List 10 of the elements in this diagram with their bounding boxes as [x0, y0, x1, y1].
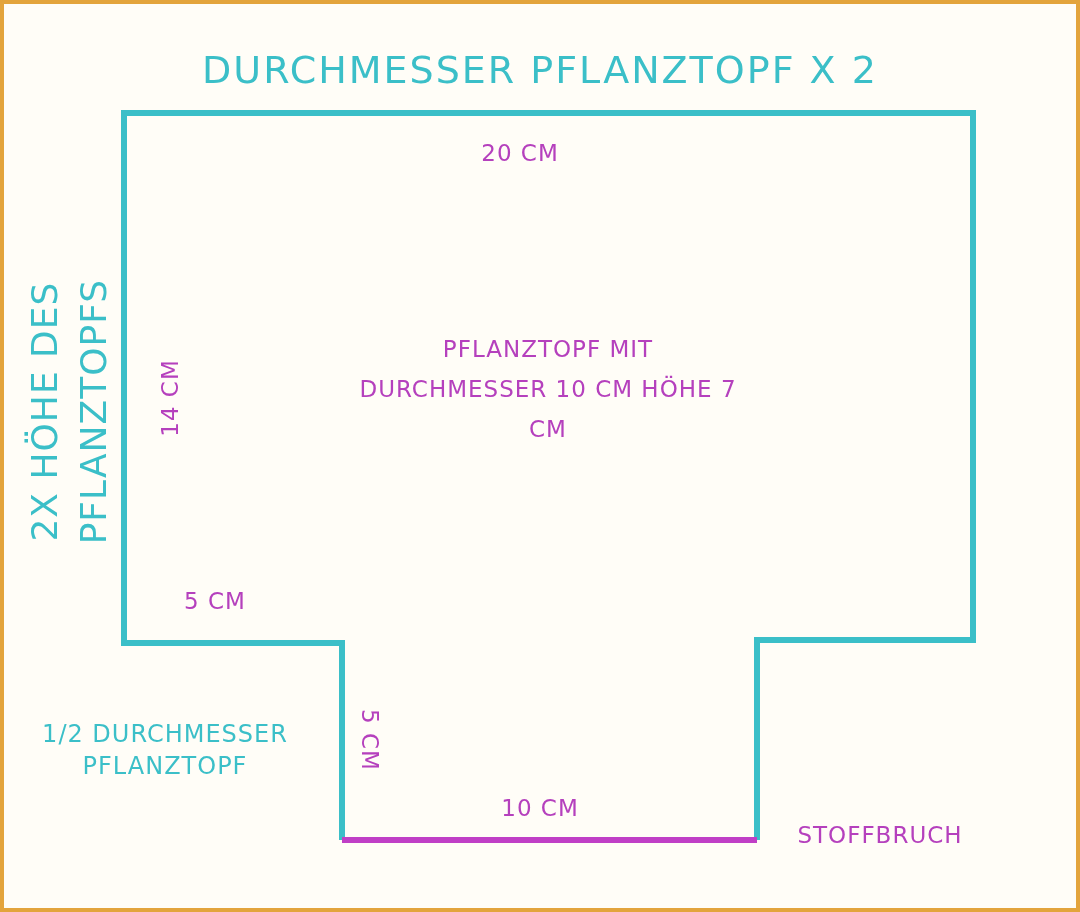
note-text: 1/2 DURCHMESSER PFLANZTOPF: [41, 719, 289, 783]
dimension-label: 5 CM: [357, 708, 383, 773]
pattern-text: PFLANZTOPF MIT DURCHMESSER 10 CM HÖHE 7 CM: [358, 335, 738, 444]
dimension-label: 5 CM: [183, 588, 247, 614]
fold-label: STOFFBRUCH: [796, 822, 964, 848]
dimension-label: 10 CM: [500, 795, 580, 821]
dimension-label: 14 CM: [157, 358, 183, 439]
title: DURCHMESSER PFLANZTOPF X 2: [201, 48, 879, 92]
dimension-label: 20 CM: [480, 140, 560, 166]
side-heading: 2X HÖHE DES PFLANZTOPFS: [23, 277, 115, 547]
